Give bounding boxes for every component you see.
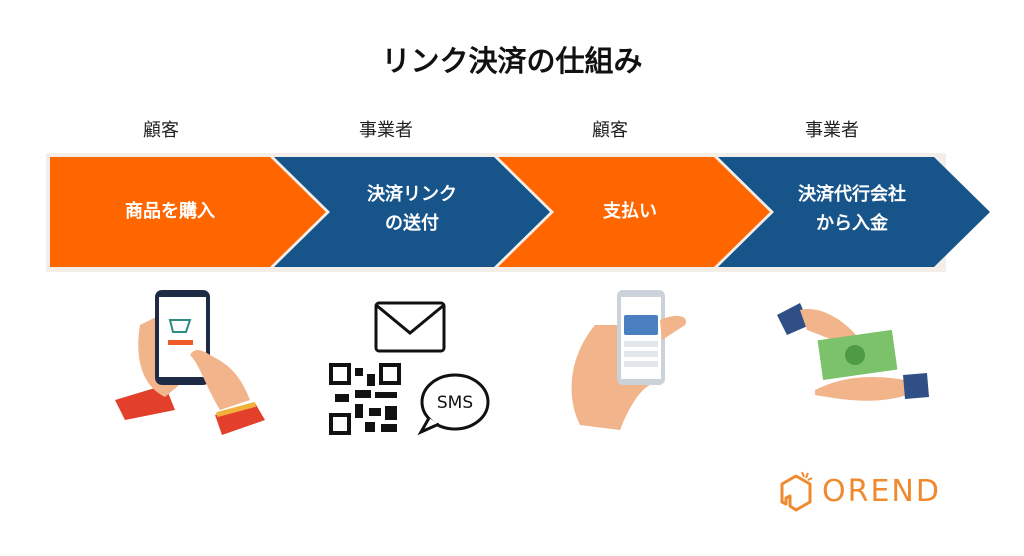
qr-code-icon	[329, 363, 401, 435]
step-label-line: 支払い	[603, 201, 657, 222]
step-label-line: から入金	[816, 213, 888, 234]
step-arrow-3	[498, 157, 770, 267]
step-label-line: 商品を購入	[125, 201, 215, 222]
actor-label-4: 事業者	[805, 120, 859, 141]
phone-shopping-illustration	[115, 290, 265, 435]
logo-text: OREND	[822, 473, 941, 509]
page-title: リンク決済の仕組み	[381, 44, 643, 78]
actor-label-3: 顧客	[592, 120, 628, 141]
step-arrow-4	[718, 157, 990, 267]
step-label-1: 商品を購入	[70, 197, 270, 226]
delivery-methods-illustration: SMS	[329, 301, 490, 436]
phone-payment-illustration	[571, 290, 686, 430]
step-label-2: 決済リンクの送付	[312, 180, 512, 238]
money-transfer-illustration	[777, 303, 929, 401]
step-label-line: の送付	[385, 213, 439, 234]
envelope-icon	[374, 301, 446, 353]
actor-label-2: 事業者	[359, 120, 413, 141]
house-logo-icon	[780, 471, 813, 512]
step-label-line: 決済代行会社	[798, 184, 906, 205]
step-label-4: 決済代行会社から入金	[752, 180, 952, 238]
step-arrow-2	[274, 157, 550, 267]
actor-label-1: 顧客	[143, 120, 179, 141]
step-label-3: 支払い	[530, 197, 730, 226]
orend-logo: OREND	[778, 470, 941, 512]
sms-bubble-icon: SMS	[417, 373, 490, 436]
step-arrow-1	[50, 157, 326, 267]
sms-label: SMS	[437, 393, 473, 413]
step-label-line: 決済リンク	[367, 184, 457, 205]
